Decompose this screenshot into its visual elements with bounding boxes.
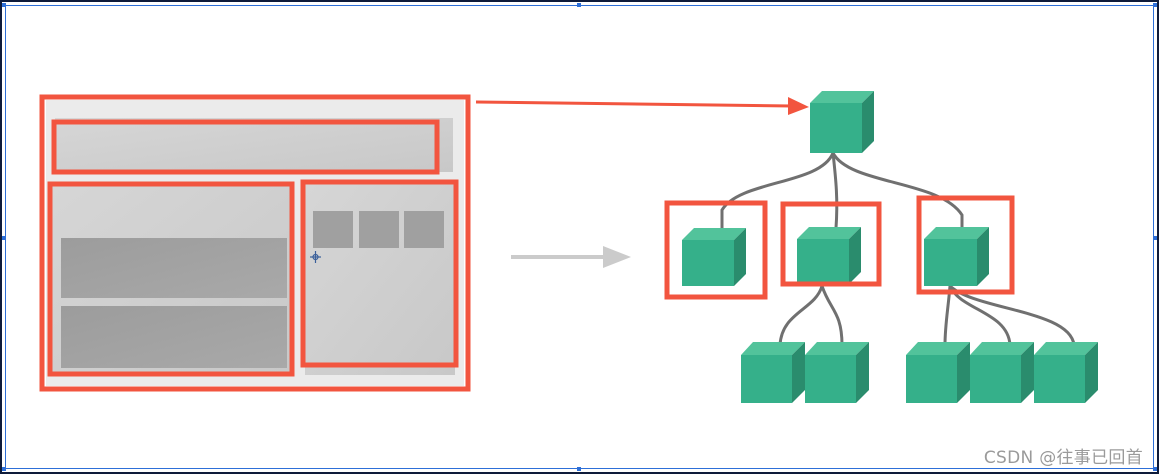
highlight-page-root	[39, 94, 471, 392]
connector-child3-leaf2	[948, 285, 1012, 346]
connector-child3-leaf1	[943, 285, 952, 346]
cube-root	[810, 91, 874, 153]
left-content-block-2	[61, 306, 287, 368]
connector-child2-leaf1	[778, 285, 824, 346]
connector-root-child3	[831, 152, 964, 228]
cube-leaf-3	[906, 342, 970, 403]
tree-connectors	[720, 152, 1076, 346]
gray-arrow-head	[603, 246, 631, 268]
red-arrow-shaft	[475, 100, 793, 108]
highlight-child-1	[664, 200, 768, 300]
root-mapping-arrow	[475, 97, 809, 115]
red-arrow-head	[788, 97, 809, 115]
right-thumb-block-2	[359, 211, 399, 248]
right-thumb-block-3	[404, 211, 444, 248]
highlight-child-3	[916, 195, 1015, 295]
page-layout-mock	[46, 100, 464, 386]
page-highlight-boxes	[39, 94, 471, 392]
connector-root-child1	[720, 152, 835, 228]
highlight-right-column	[300, 179, 459, 368]
tree-highlight-boxes	[664, 195, 1015, 300]
cube-leaf-5	[1034, 342, 1098, 403]
header-block	[55, 118, 453, 172]
selection-handle-top-left[interactable]	[2, 3, 6, 7]
cube-child-3	[924, 227, 989, 286]
selection-handle-bottom-center[interactable]	[577, 467, 581, 471]
watermark-text: CSDN @往事已回首	[983, 448, 1143, 468]
connector-root-child2	[831, 152, 839, 229]
highlight-child-2	[780, 201, 882, 287]
left-content-block-1	[61, 238, 287, 298]
connector-child3-leaf3	[948, 284, 1076, 346]
cube-child-2	[797, 227, 861, 284]
selection-handle-right-middle[interactable]	[1153, 236, 1157, 240]
transform-arrow	[511, 246, 631, 268]
cube-leaf-4	[970, 342, 1034, 403]
selection-handle-bottom-right[interactable]	[1153, 467, 1157, 471]
selection-handle-bottom-left[interactable]	[2, 467, 6, 471]
highlight-header	[51, 119, 440, 175]
selection-handle-top-right[interactable]	[1153, 3, 1157, 7]
connector-child2-leaf2	[820, 285, 844, 346]
highlight-left-column	[47, 181, 295, 377]
cube-child-1	[682, 228, 746, 286]
selection-handle-left-middle[interactable]	[2, 236, 6, 240]
cube-leaf-2	[805, 342, 869, 403]
crosshair-cursor-icon	[310, 251, 321, 263]
cube-leaf-1	[741, 342, 805, 403]
selection-handle-top-center[interactable]	[577, 3, 581, 7]
right-thumb-block-1	[313, 211, 353, 248]
